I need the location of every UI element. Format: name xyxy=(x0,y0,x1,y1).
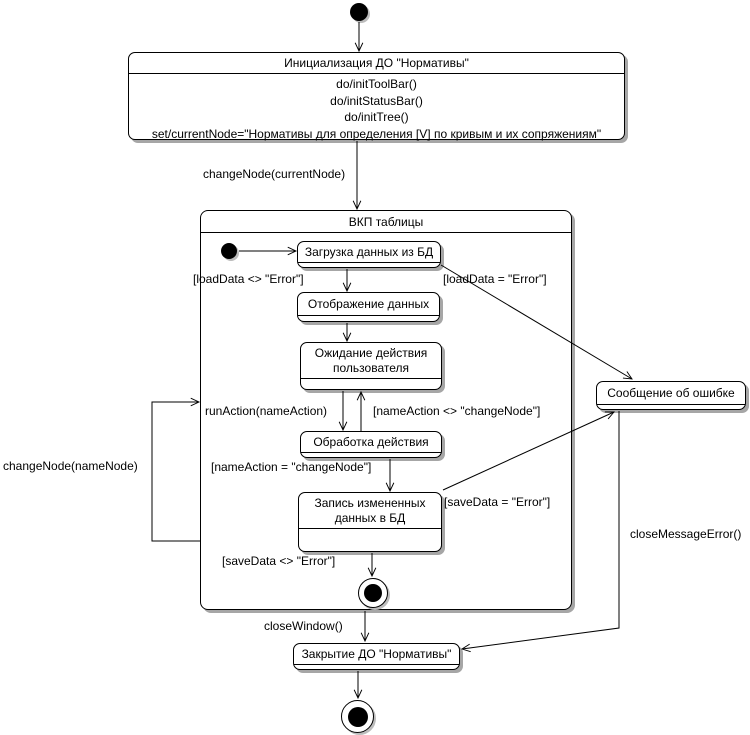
state-wait-user-action: Ожидание действия пользователя xyxy=(300,342,442,390)
state-close: Закрытие ДО "Нормативы" xyxy=(293,643,460,670)
action-set-current-node: set/currentNode="Нормативы для определен… xyxy=(151,126,602,141)
label-action-change-node: [nameAction = "changeNode"] xyxy=(211,460,372,474)
label-change-node-name: changeNode(nameNode) xyxy=(3,459,138,473)
state-error-message-name: Сообщение об ошибке xyxy=(607,385,735,400)
final-state-dot xyxy=(347,706,368,727)
label-save-ok: [saveData <> "Error"] xyxy=(222,554,336,568)
label-close-window: closeWindow() xyxy=(264,619,343,633)
state-save-data: Запись измененных данных в БД xyxy=(298,492,442,552)
label-load-error: [loadData = "Error"] xyxy=(443,272,547,286)
state-close-compartment xyxy=(294,664,459,669)
state-display-data-name: Отображение данных xyxy=(307,296,430,311)
action-init-statusbar: do/initStatusBar() xyxy=(330,93,423,108)
state-display-data: Отображение данных xyxy=(297,292,440,322)
state-load-data-name: Загрузка данных из БД xyxy=(304,244,434,259)
state-load-data: Загрузка данных из БД xyxy=(297,241,441,268)
action-init-toolbar: do/initToolBar() xyxy=(336,77,417,91)
label-action-not-change-node: [nameAction <> "changeNode"] xyxy=(373,404,541,418)
state-process-action-name: Обработка действия xyxy=(313,434,429,449)
state-init: Инициализация ДО "Нормативы" do/initTool… xyxy=(128,52,625,142)
state-process-action: Обработка действия xyxy=(300,431,442,458)
state-wait-user-action-name: Ожидание действия пользователя xyxy=(314,345,428,375)
label-save-error: [saveData = "Error"] xyxy=(444,495,551,509)
inner-initial-state-dot xyxy=(221,243,237,259)
final-state xyxy=(341,700,374,733)
action-init-tree: do/initTree() xyxy=(344,110,409,124)
label-change-node-current: changeNode(currentNode) xyxy=(203,167,346,181)
label-run-action: runAction(nameAction) xyxy=(205,404,328,418)
initial-state-dot xyxy=(350,3,368,21)
state-error-message: Сообщение об ошибке xyxy=(596,381,746,410)
state-load-data-compartment xyxy=(298,262,440,267)
state-display-data-compartment xyxy=(298,315,439,321)
state-save-data-compartment xyxy=(299,528,441,551)
inner-final-state xyxy=(358,578,388,608)
state-wait-user-action-compartment xyxy=(301,378,441,389)
state-init-actions: do/initToolBar() do/initStatusBar() do/i… xyxy=(129,74,624,142)
state-close-name: Закрытие ДО "Нормативы" xyxy=(301,646,452,661)
state-error-message-compartment xyxy=(597,404,745,409)
composite-state-vkp-name: ВКП таблицы xyxy=(201,211,571,233)
state-process-action-compartment xyxy=(301,452,441,457)
label-load-ok: [loadData <> "Error"] xyxy=(193,272,304,286)
edge-vkp-self-loop xyxy=(151,397,201,542)
inner-final-state-dot xyxy=(364,584,382,602)
state-save-data-name: Запись измененных данных в БД xyxy=(314,495,426,525)
state-init-name: Инициализация ДО "Нормативы" xyxy=(129,53,624,74)
label-close-message-error: closeMessageError() xyxy=(630,527,742,541)
